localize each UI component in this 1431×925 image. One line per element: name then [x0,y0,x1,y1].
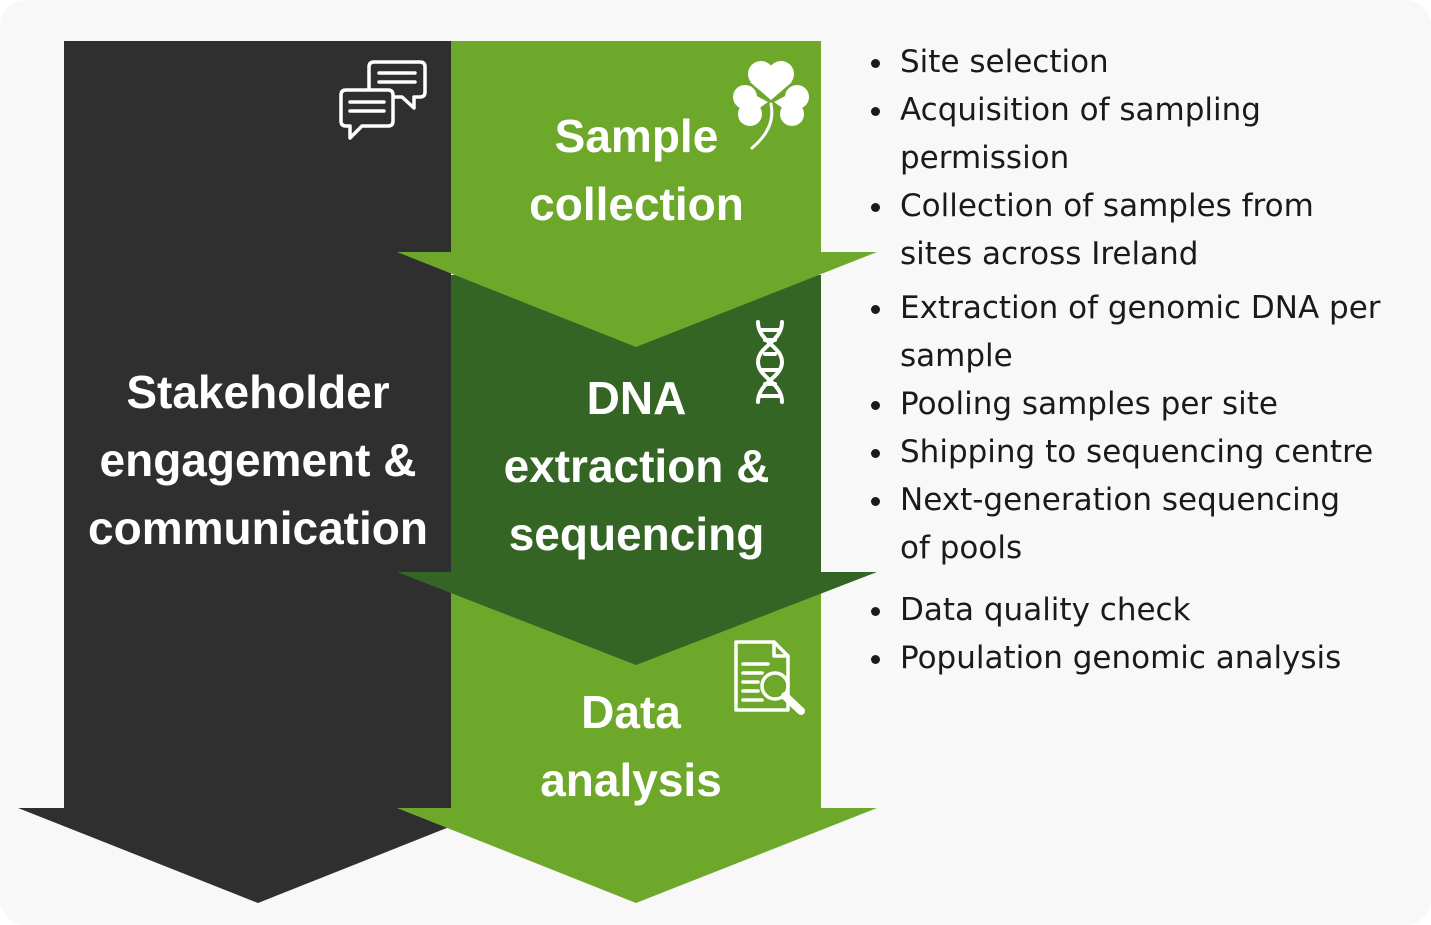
bullet-text: permission [900,140,1070,176]
dna-extraction-label-line: extraction & [503,440,770,492]
sample-collection-label: Sample collection [452,102,821,238]
dna-extraction-tasks: Extraction of genomic DNA per sample Poo… [865,284,1425,572]
stakeholder-label: Stakeholder engagement & communication [40,358,476,562]
bullet-item: Acquisition of sampling permission [865,86,1425,182]
bullet-text: Population genomic analysis [900,640,1342,676]
bullet-text: Shipping to sequencing centre [900,434,1374,470]
bullet-item: Extraction of genomic DNA per sample [865,284,1425,380]
data-analysis-label-line: analysis [540,754,722,806]
dna-extraction-arrow [397,275,877,665]
chat-bubbles-icon [339,60,427,140]
dna-extraction-label-line: DNA [586,372,687,424]
stakeholder-label-line: Stakeholder [126,366,390,418]
bullet-text: Pooling samples per site [900,386,1278,422]
bullet-text: Acquisition of sampling [900,92,1261,128]
bullet-item: Collection of samples from sites across … [865,182,1425,278]
bullet-item: Site selection [865,38,1425,86]
bullet-item: Next-generation sequencing of pools [865,476,1425,572]
data-analysis-arrow [397,590,877,903]
stakeholder-label-line: engagement & [99,434,417,486]
bullet-text: Site selection [900,44,1109,80]
dna-helix-icon [755,320,785,404]
bullet-text: Collection of samples from [900,188,1314,224]
bullet-text: of pools [900,530,1023,566]
bullet-item: Population genomic analysis [865,634,1425,682]
shamrock-icon [733,61,809,150]
bullet-text: sites across Ireland [900,236,1199,272]
sample-collection-label-line: Sample [554,110,719,162]
task-bullet-lists: Site selection Acquisition of sampling p… [865,38,1425,682]
data-analysis-label-line: Data [581,686,681,738]
bullet-item: Pooling samples per site [865,380,1425,428]
dna-extraction-label-line: sequencing [508,508,765,560]
dna-extraction-label: DNA extraction & sequencing [452,364,821,568]
bullet-text: Next-generation sequencing [900,482,1341,518]
data-analysis-tasks: Data quality check Population genomic an… [865,586,1425,682]
bullet-text: sample [900,338,1013,374]
bullet-item: Data quality check [865,586,1425,634]
stakeholder-arrow [18,41,497,903]
stakeholder-label-line: communication [88,502,428,554]
sample-collection-tasks: Site selection Acquisition of sampling p… [865,38,1425,278]
bullet-item: Shipping to sequencing centre [865,428,1425,476]
bullet-text: Extraction of genomic DNA per [900,290,1381,326]
document-search-icon [734,640,805,715]
bullet-text: Data quality check [900,592,1191,628]
sample-collection-label-line: collection [529,178,744,230]
data-analysis-label: Data analysis [452,678,810,814]
